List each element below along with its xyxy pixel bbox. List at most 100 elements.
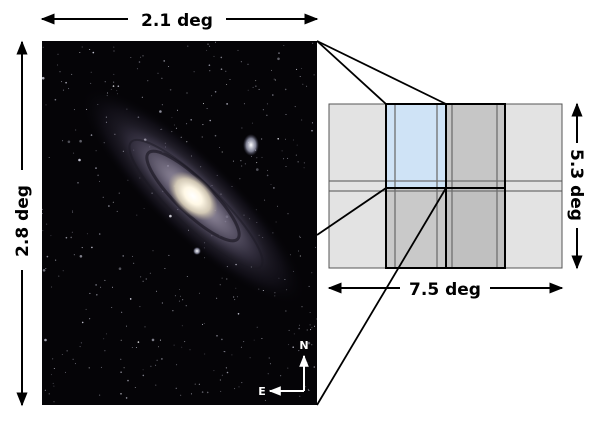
- star: [52, 358, 54, 360]
- star: [315, 246, 317, 248]
- star: [79, 139, 82, 143]
- star: [186, 123, 188, 125]
- star: [57, 64, 59, 66]
- mosaic-height-dimension: 5.3 deg: [566, 102, 586, 270]
- star: [53, 368, 55, 369]
- star: [190, 119, 192, 121]
- star: [125, 397, 128, 399]
- star: [48, 157, 50, 158]
- star: [51, 286, 53, 288]
- star: [221, 151, 223, 153]
- star: [67, 140, 71, 144]
- star: [261, 156, 263, 158]
- star: [203, 323, 205, 324]
- star: [238, 386, 240, 388]
- star: [68, 88, 70, 90]
- star: [256, 162, 258, 164]
- satellite-galaxy-m110: [243, 134, 259, 156]
- star: [297, 161, 299, 163]
- star: [134, 387, 136, 388]
- star: [185, 305, 187, 307]
- image-height-label: 2.8 deg: [13, 185, 33, 257]
- star: [171, 117, 173, 119]
- mosaic-field-highlighted: [386, 104, 446, 188]
- star: [237, 313, 240, 315]
- star: [299, 236, 301, 238]
- star: [311, 122, 313, 124]
- star: [194, 383, 196, 385]
- star: [312, 42, 314, 44]
- star: [209, 119, 211, 122]
- star: [298, 250, 300, 252]
- star: [283, 158, 285, 160]
- star: [307, 388, 309, 390]
- star: [251, 156, 252, 157]
- star: [120, 371, 122, 374]
- star: [44, 389, 46, 391]
- star: [123, 367, 125, 369]
- star: [208, 64, 211, 66]
- star: [118, 192, 120, 194]
- star: [168, 254, 170, 256]
- star: [292, 346, 295, 349]
- star: [186, 92, 188, 94]
- star: [106, 333, 107, 335]
- star: [287, 367, 289, 369]
- star: [226, 278, 228, 280]
- star: [42, 76, 45, 80]
- star: [104, 350, 106, 352]
- star: [57, 53, 59, 55]
- star: [141, 96, 143, 98]
- star: [177, 109, 178, 111]
- star: [213, 55, 215, 57]
- star: [116, 90, 118, 92]
- star: [65, 81, 67, 84]
- star: [267, 373, 269, 375]
- star: [112, 201, 114, 203]
- star: [61, 81, 63, 83]
- star: [42, 208, 43, 210]
- star: [48, 393, 50, 395]
- andromeda-galaxy: [81, 87, 305, 305]
- star: [255, 80, 257, 82]
- star: [74, 363, 76, 365]
- star: [159, 110, 162, 113]
- star: [198, 292, 200, 294]
- star: [73, 109, 75, 111]
- star: [244, 163, 246, 165]
- star: [211, 95, 213, 97]
- star: [149, 272, 151, 274]
- star: [53, 401, 55, 403]
- star: [213, 370, 215, 372]
- star: [266, 103, 268, 105]
- star: [241, 127, 243, 129]
- star: [81, 247, 83, 249]
- star: [140, 56, 142, 58]
- star: [62, 270, 64, 272]
- star: [206, 49, 208, 51]
- star: [180, 394, 182, 396]
- star: [164, 268, 166, 269]
- star: [209, 45, 211, 47]
- star: [142, 374, 145, 377]
- star: [168, 66, 170, 67]
- star: [243, 103, 245, 105]
- star: [308, 285, 310, 287]
- star: [95, 150, 97, 152]
- star: [313, 366, 316, 368]
- star: [116, 210, 118, 212]
- star: [42, 213, 43, 215]
- star: [216, 335, 218, 337]
- star: [126, 325, 127, 327]
- star: [301, 119, 303, 121]
- star: [42, 230, 44, 232]
- star: [298, 350, 300, 352]
- star: [121, 311, 123, 313]
- star: [215, 41, 216, 43]
- star: [95, 167, 97, 169]
- star: [143, 208, 145, 209]
- star: [72, 358, 74, 360]
- star: [142, 369, 144, 371]
- star: [59, 71, 61, 73]
